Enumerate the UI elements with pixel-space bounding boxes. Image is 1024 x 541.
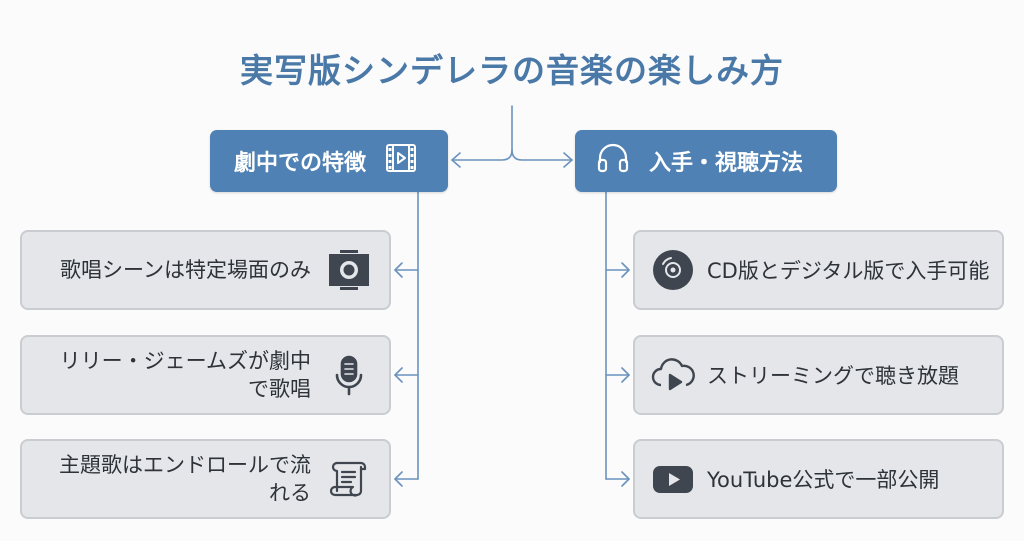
youtube-icon [649,455,697,503]
arrowhead-top-left [451,152,461,168]
left-item-lily-james: リリー・ジェームズが劇中で歌唱 [20,335,391,415]
item-text: CD版とデジタル版で入手可能 [707,259,990,283]
category-in-film-features: 劇中での特徴 [210,130,448,192]
item-text: 歌唱シーンは特定場面のみ [60,257,311,282]
right-item-youtube: YouTube公式で一部公開 [633,439,1004,519]
left-item-singing-scenes: 歌唱シーンは特定場面のみ [20,230,391,310]
item-text: リリー・ジェームズが劇中で歌唱 [59,348,311,401]
left-item-theme-song: 主題歌はエンドロールで流れる [20,439,391,519]
item-text: ストリーミングで聴き放題 [707,364,959,388]
cloud-play-icon [649,351,697,399]
category-label: 入手・視聴方法 [649,151,804,176]
film-strip-icon [384,141,418,181]
scroll-icon [325,455,373,503]
headphones-icon [595,140,631,182]
item-text: YouTube公式で一部公開 [707,468,940,492]
category-label: 劇中での特徴 [234,151,367,176]
category-how-to-get-and-listen: 入手・視聴方法 [575,130,837,192]
connector-top-right [511,149,573,161]
cd-icon [649,246,697,294]
right-item-streaming: ストリーミングで聴き放題 [633,335,1004,415]
connector-top-left [451,105,513,161]
microphone-icon [325,351,373,399]
diagram-title: 実写版シンデレラの音楽の楽しみ方 [240,51,784,90]
spotlight-icon [325,246,373,294]
right-item-cd-digital: CD版とデジタル版で入手可能 [633,230,1004,310]
item-text: 主題歌はエンドロールで流れる [59,452,311,505]
arrowhead-top-right [563,152,573,168]
